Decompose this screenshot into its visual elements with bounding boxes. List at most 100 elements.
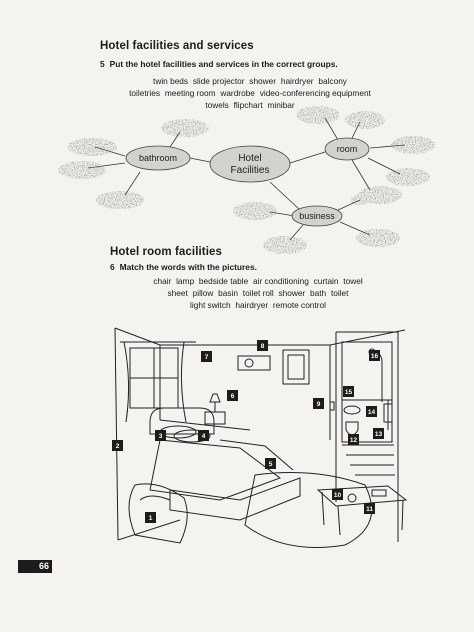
tag-4: 4 — [198, 430, 209, 441]
word: towels — [205, 100, 229, 110]
word: hairdryer — [280, 76, 314, 86]
tag-8: 8 — [257, 340, 268, 351]
tag-12: 12 — [348, 434, 359, 445]
svg-text:8: 8 — [261, 343, 265, 350]
rug — [244, 472, 373, 548]
basin-drawing — [343, 405, 361, 415]
tag-2: 2 — [112, 440, 123, 451]
exercise-number: 6 — [110, 262, 115, 272]
tag-15: 15 — [343, 386, 354, 397]
word: toiletries — [129, 88, 161, 98]
svg-text:16: 16 — [371, 353, 379, 360]
svg-text:15: 15 — [345, 389, 353, 396]
word: toilet roll — [242, 288, 274, 298]
section-title-facilities: Hotel facilities and services — [100, 40, 254, 52]
empty-answer-blobs — [58, 106, 435, 254]
word: balcony — [318, 76, 347, 86]
word: curtain — [313, 276, 339, 286]
room-line-art — [114, 327, 408, 548]
exercise-6-instruction: 6 Match the words with the pictures. — [110, 262, 257, 272]
svg-text:7: 7 — [205, 354, 209, 361]
diagram-nodes: bathroom Hotel Facilities room business — [125, 137, 370, 227]
word: lamp — [176, 276, 195, 286]
word: chair — [153, 276, 172, 286]
svg-text:10: 10 — [334, 492, 342, 499]
tag-5: 5 — [265, 458, 276, 469]
tag-16: 16 — [369, 350, 380, 361]
svg-text:4: 4 — [202, 433, 206, 440]
armchair-drawing — [128, 483, 188, 544]
section-title-room-facilities: Hotel room facilities — [110, 246, 223, 258]
word: shower — [278, 288, 306, 298]
word: meeting room — [164, 88, 216, 98]
svg-text:1: 1 — [149, 515, 153, 522]
word: remote control — [272, 300, 326, 310]
svg-text:9: 9 — [317, 401, 321, 408]
headboard — [149, 407, 215, 435]
word: toilet — [330, 288, 349, 298]
tag-3: 3 — [155, 430, 166, 441]
word: light switch — [190, 300, 231, 310]
svg-text:12: 12 — [350, 437, 358, 444]
page-number: 66 — [18, 560, 52, 573]
toilet-drawing — [345, 421, 359, 436]
svg-text:13: 13 — [375, 431, 383, 438]
tag-11: 11 — [364, 503, 375, 514]
wall-picture — [282, 349, 310, 385]
word: shower — [249, 76, 277, 86]
node-hotel-facilities — [209, 145, 291, 183]
word: twin beds — [153, 76, 189, 86]
bed — [149, 439, 282, 501]
node-business-label: business — [299, 211, 335, 221]
word: minibar — [267, 100, 295, 110]
bathroom-interior — [341, 341, 393, 443]
bathroom-door-frame — [335, 331, 399, 542]
word: sheet — [167, 288, 188, 298]
word: wardrobe — [220, 88, 255, 98]
word: air conditioning — [253, 276, 309, 286]
instruction-text: Match the words with the pictures. — [119, 262, 257, 272]
lamp-drawing — [209, 393, 221, 403]
svg-text:2: 2 — [116, 443, 120, 450]
curtain-drawing — [123, 341, 187, 423]
word: slide projector — [192, 76, 245, 86]
node-room-label: room — [337, 144, 358, 154]
node-center-label-line2: Facilities — [231, 165, 270, 176]
word: basin — [218, 288, 238, 298]
node-center-label-line1: Hotel — [238, 153, 261, 164]
coffee-table-drawing — [316, 485, 408, 507]
word: towel — [343, 276, 363, 286]
picture-number-tags: 1 2 3 4 5 6 7 8 9 10 11 12 13 14 15 16 — [112, 340, 384, 523]
word: bedside table — [198, 276, 249, 286]
word: video-conferencing equipment — [259, 88, 371, 98]
svg-text:6: 6 — [231, 393, 235, 400]
word-bank-row: towels flipchart minibar — [100, 99, 400, 111]
tag-10: 10 — [332, 489, 343, 500]
word: flipchart — [233, 100, 263, 110]
svg-text:3: 3 — [159, 433, 163, 440]
bedside-table-drawing — [204, 411, 226, 425]
air-conditioning-unit — [237, 355, 271, 371]
svg-text:14: 14 — [368, 409, 376, 416]
tag-13: 13 — [373, 428, 384, 439]
node-room — [324, 137, 370, 161]
light-switch-drawing — [329, 401, 335, 411]
node-bathroom-label: bathroom — [139, 153, 177, 163]
word: hairdryer — [235, 300, 269, 310]
svg-text:5: 5 — [269, 461, 273, 468]
exercise-number: 5 — [100, 59, 105, 69]
word: bath — [310, 288, 327, 298]
towel-drawing — [383, 403, 393, 423]
word: pillow — [192, 288, 214, 298]
node-business — [291, 205, 343, 227]
tag-1: 1 — [145, 512, 156, 523]
